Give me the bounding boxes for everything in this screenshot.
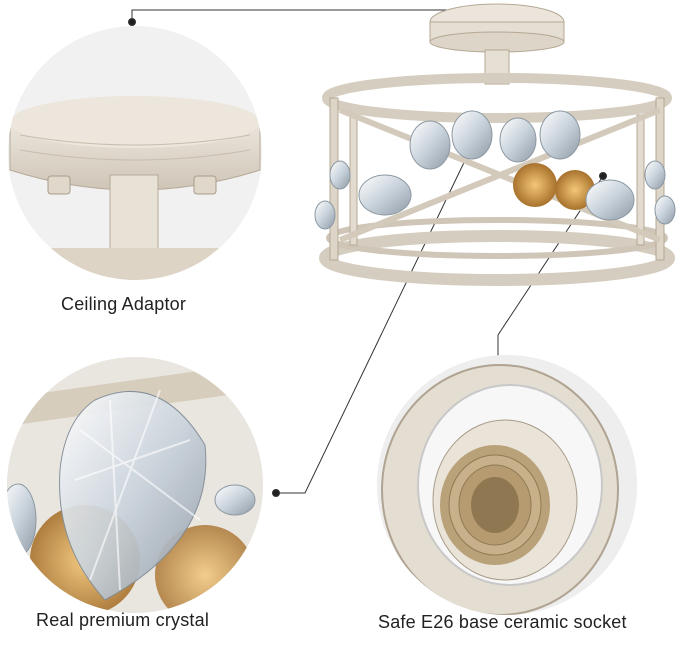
- ceiling-adaptor-closeup: [8, 26, 262, 280]
- caption-socket: Safe E26 base ceramic socket: [378, 612, 627, 632]
- leader-dot-socket-end: [599, 172, 607, 180]
- socket-closeup: [377, 355, 637, 615]
- leader-dot-adaptor-start: [128, 18, 136, 26]
- crystal-closeup: [7, 357, 263, 613]
- caption-ceiling-adaptor: Ceiling Adaptor: [61, 294, 187, 314]
- leader-line-socket: [497, 175, 604, 364]
- ceiling-fixture: [314, 3, 676, 286]
- leader-line-crystal: [276, 149, 471, 494]
- caption-crystal: Real premium crystal: [36, 610, 210, 630]
- leader-dot-crystal-start: [272, 489, 280, 497]
